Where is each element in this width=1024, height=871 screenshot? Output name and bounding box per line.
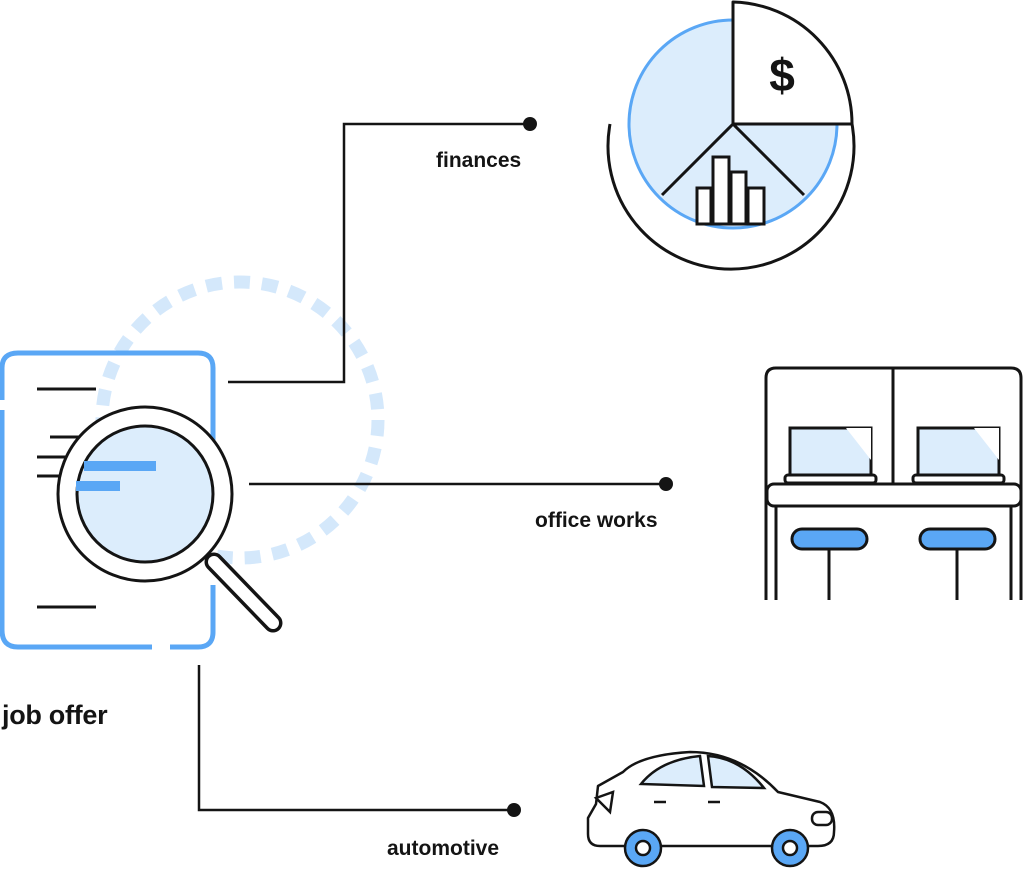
document-icon <box>0 350 216 650</box>
job-offer-label: job offer <box>2 700 108 730</box>
connector-office-works-endpoint <box>659 477 673 491</box>
connector-finances-endpoint <box>523 117 537 131</box>
office-desk-icon <box>764 366 1023 600</box>
dollar-sign: $ <box>769 49 795 101</box>
magnifying-glass-icon <box>56 405 283 633</box>
car-icon <box>586 750 836 868</box>
connector-finances <box>228 122 530 384</box>
office-works-label: office works <box>535 509 658 532</box>
connector-automotive <box>197 665 514 812</box>
finances-label: finances <box>436 149 522 172</box>
automotive-label: automotive <box>387 837 500 860</box>
pie-chart-finance-icon <box>606 0 856 271</box>
connector-automotive-endpoint <box>507 803 521 817</box>
